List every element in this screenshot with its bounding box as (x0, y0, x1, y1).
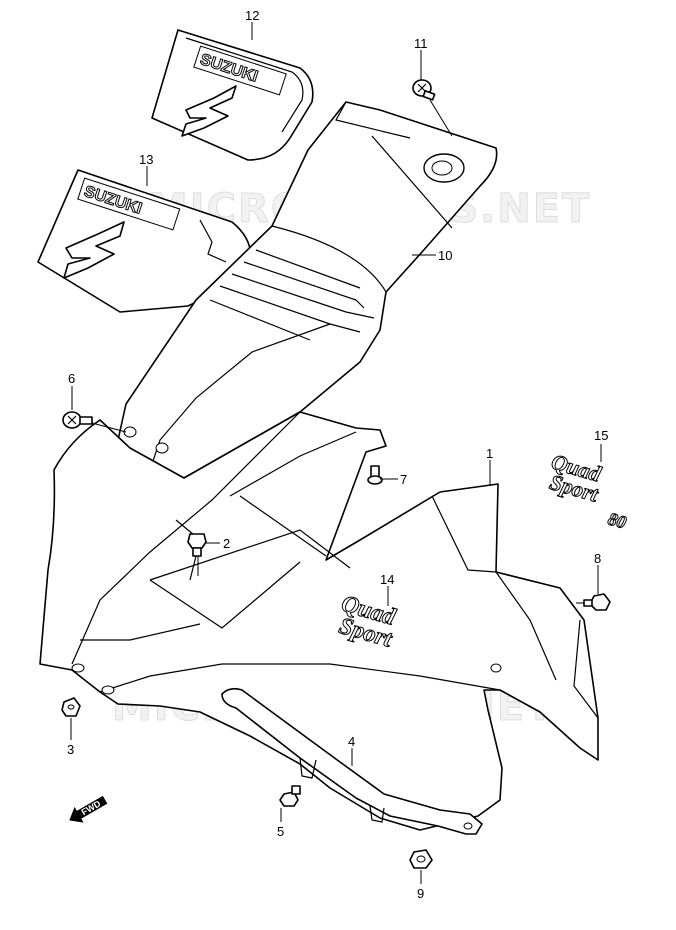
callouts: 12 13 11 10 6 1 2 7 8 15 14 4 3 5 9 (67, 8, 608, 901)
callout-3[interactable]: 3 (67, 742, 74, 757)
callout-5[interactable]: 5 (277, 824, 284, 839)
part-9-nut[interactable] (409, 849, 433, 869)
callout-6[interactable]: 6 (68, 371, 75, 386)
callout-9[interactable]: 9 (417, 886, 424, 901)
callout-2[interactable]: 2 (223, 536, 230, 551)
part-2-bolt[interactable] (187, 533, 207, 557)
part-10-upper-cowl[interactable] (117, 101, 498, 479)
callout-11[interactable]: 11 (414, 36, 428, 51)
part-12-emblem-plate[interactable]: SUZUKI (151, 29, 314, 161)
part-7-screw[interactable] (367, 465, 383, 485)
part-1-front-fender[interactable] (39, 411, 599, 831)
leader-lines (70, 22, 602, 884)
callout-13[interactable]: 13 (139, 152, 153, 167)
part-13-s-logo (63, 221, 125, 279)
callout-1[interactable]: 1 (486, 446, 493, 461)
fwd-arrow-icon: FWD (69, 795, 108, 823)
part-13-emblem-plate[interactable]: SUZUKI (37, 169, 252, 313)
callout-7[interactable]: 7 (400, 472, 407, 487)
part-8-bolt[interactable] (583, 593, 611, 611)
part-4-stay[interactable] (221, 687, 483, 835)
part-12-s-logo (181, 85, 237, 137)
callout-10[interactable]: 10 (438, 248, 452, 263)
part-5-bolt[interactable] (279, 785, 301, 807)
part-11-screw[interactable] (412, 79, 436, 101)
part-15-decal[interactable]: Quad Sport 80 (538, 448, 640, 533)
callout-15[interactable]: 15 (594, 428, 608, 443)
part-15-decal-line3: 80 (606, 508, 629, 532)
callout-4[interactable]: 4 (348, 734, 355, 749)
part-10-filler-hole (423, 153, 465, 183)
part-6-screw[interactable] (62, 411, 93, 429)
callout-12[interactable]: 12 (245, 8, 259, 23)
part-3-nut[interactable] (61, 697, 81, 717)
callout-8[interactable]: 8 (594, 551, 601, 566)
callout-14[interactable]: 14 (380, 572, 394, 587)
